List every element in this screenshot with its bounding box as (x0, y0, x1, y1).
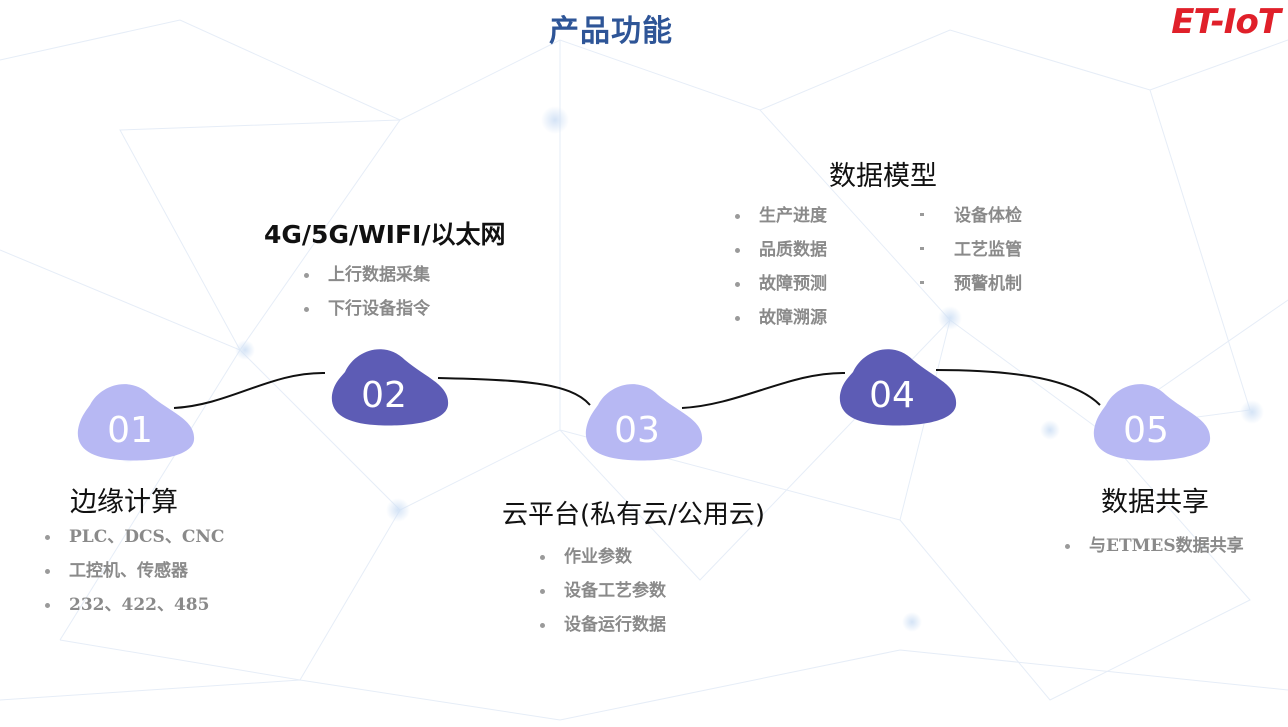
step-list-02: 上行数据采集 下行设备指令 (302, 258, 430, 326)
step-heading-05: 数据共享 (1101, 487, 1209, 518)
step-list-03: 作业参数 设备工艺参数 设备运行数据 (538, 540, 666, 642)
list-item: 作业参数 (538, 540, 666, 574)
connector-lines (173, 369, 1101, 409)
step-number-05: 05 (1123, 410, 1169, 451)
list-item: 与ETMES数据共享 (1063, 529, 1244, 563)
connector-04-05 (935, 369, 1101, 406)
brand-logo: ET-IoT (1171, 2, 1281, 42)
connector-01-02 (173, 371, 326, 409)
list-item: 预警机制 (918, 267, 1022, 301)
step-list-04-left: 生产进度 品质数据 故障预测 故障溯源 (733, 199, 827, 335)
connector-02-03 (437, 377, 591, 406)
list-item: 设备体检 (918, 199, 1022, 233)
blob-04 (839, 349, 957, 426)
blob-03 (585, 384, 703, 461)
list-item: 设备运行数据 (538, 608, 666, 642)
list-item: 设备工艺参数 (538, 574, 666, 608)
step-number-01: 01 (107, 410, 153, 451)
list-item: 生产进度 (733, 199, 827, 233)
list-item: 工艺监管 (918, 233, 1022, 267)
step-heading-04: 数据模型 (829, 161, 937, 192)
list-item: 故障溯源 (733, 301, 827, 335)
step-number-03: 03 (614, 410, 660, 451)
step-list-05: 与ETMES数据共享 (1063, 529, 1244, 563)
step-heading-03: 云平台(私有云/公用云) (502, 500, 766, 530)
list-item: PLC、DCS、CNC (43, 520, 224, 554)
connector-03-04 (681, 371, 846, 409)
step-heading-01: 边缘计算 (70, 487, 178, 518)
step-heading-02: 4G/5G/WIFI/以太网 (264, 220, 506, 249)
blob-05 (1093, 384, 1211, 461)
list-item: 上行数据采集 (302, 258, 430, 292)
blob-02 (331, 349, 449, 426)
list-item: 故障预测 (733, 267, 827, 301)
list-item: 品质数据 (733, 233, 827, 267)
step-list-04-right: 设备体检 工艺监管 预警机制 (918, 199, 1022, 301)
list-item: 工控机、传感器 (43, 554, 224, 588)
step-number-02: 02 (361, 375, 407, 416)
blob-01 (77, 384, 195, 461)
step-number-04: 04 (869, 375, 915, 416)
step-list-01: PLC、DCS、CNC 工控机、传感器 232、422、485 (43, 520, 224, 622)
list-item: 下行设备指令 (302, 292, 430, 326)
page-title: 产品功能 (549, 14, 673, 49)
list-item: 232、422、485 (43, 588, 224, 622)
